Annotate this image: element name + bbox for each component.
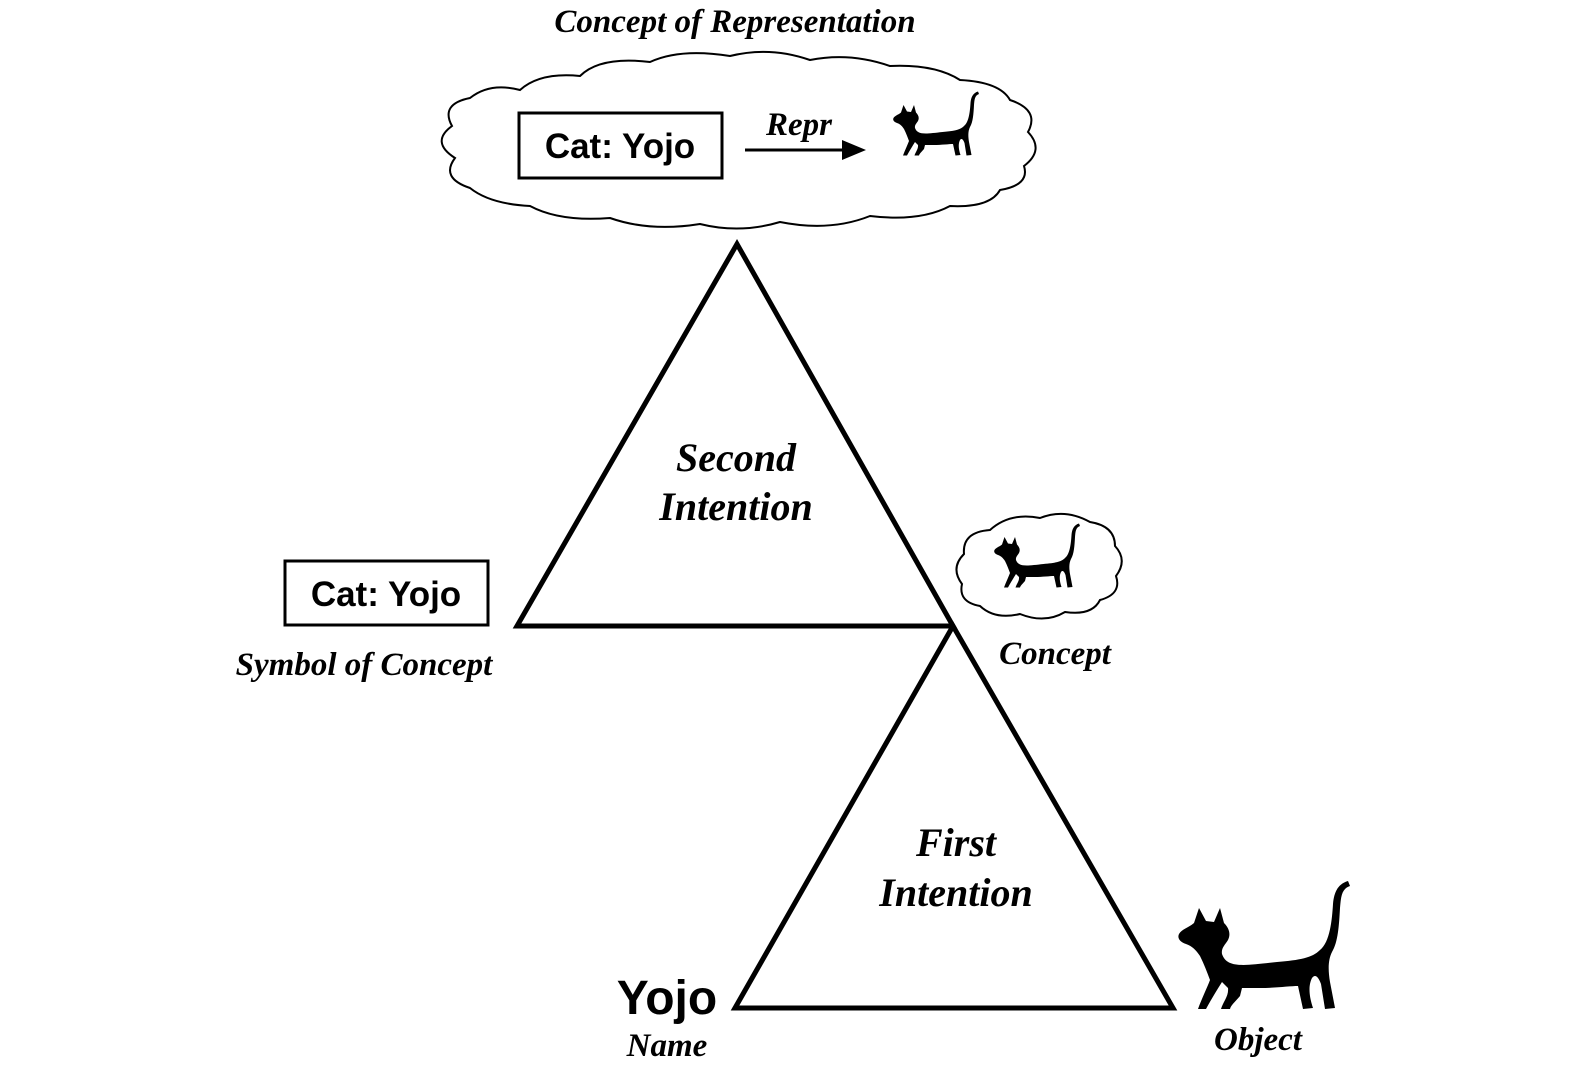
first-intention-label-line2: Intention bbox=[878, 870, 1032, 915]
symbol-box bbox=[283, 559, 490, 627]
symbol-of-concept-caption: Symbol of Concept bbox=[236, 647, 493, 683]
object-caption: Object bbox=[1214, 1022, 1303, 1058]
second-intention-label-line2: Intention bbox=[658, 484, 812, 529]
first-intention-label-line1: First bbox=[915, 820, 998, 865]
cat-silhouette-icon bbox=[1178, 881, 1350, 1009]
second-intention-label-line1: Second bbox=[676, 435, 797, 480]
repr-arrow-label: Repr bbox=[765, 107, 833, 143]
repr-arrow-head bbox=[842, 140, 866, 160]
top-symbol-box-label: Cat: Yojo bbox=[545, 127, 695, 166]
name-word: Yojo bbox=[617, 972, 717, 1025]
second-intention-triangle bbox=[512, 238, 958, 629]
first-intention-triangle bbox=[730, 620, 1178, 1011]
top-thought-cloud bbox=[440, 50, 1037, 230]
symbol-box-label: Cat: Yojo bbox=[311, 575, 461, 614]
top-symbol-box bbox=[517, 111, 724, 180]
name-caption: Name bbox=[626, 1028, 708, 1064]
concept-caption: Concept bbox=[999, 636, 1112, 672]
concept-of-representation-title: Concept of Representation bbox=[554, 4, 915, 40]
